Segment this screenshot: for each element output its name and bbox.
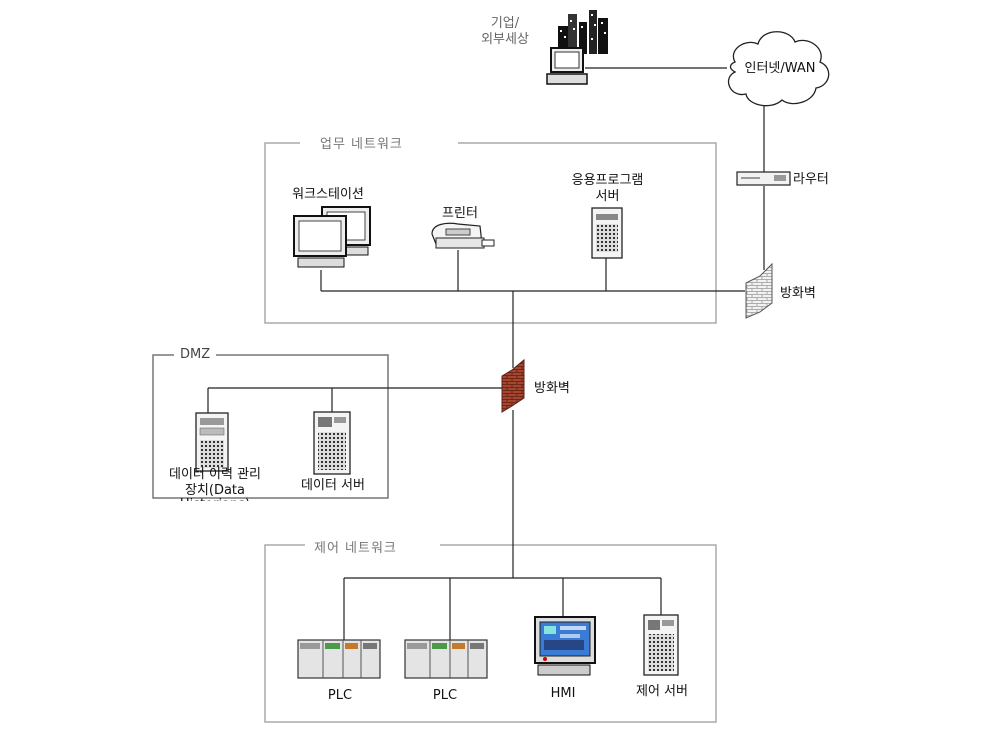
historian-server-icon (195, 412, 229, 472)
app-server-label-line1: 응용프로그램 (571, 173, 644, 188)
business-zone-border (264, 142, 717, 324)
enterprise-city-icon (558, 10, 608, 54)
historian-label-line3: Historians) (155, 497, 275, 501)
outer-firewall-label: 방화벽 (780, 286, 816, 301)
zone-boxes (152, 142, 717, 723)
hmi-label: HMI (550, 686, 576, 701)
business-zone-title: 업무 네트워크 (314, 133, 409, 152)
data-server-icon (313, 411, 351, 475)
historian-label-line2: 장치(Data (184, 483, 246, 498)
dmz-zone-border (152, 354, 389, 499)
outer-firewall-icon (745, 262, 773, 319)
app-server-icon (591, 207, 623, 259)
enterprise-label-line1: 기업/ (490, 16, 520, 31)
hmi-icon (534, 616, 596, 676)
printer-icon (431, 222, 495, 249)
dmz-zone-title: DMZ (174, 347, 217, 362)
router-label: 라우터 (793, 172, 829, 187)
control-server-icon (643, 614, 679, 676)
plc-2-label: PLC (432, 688, 458, 703)
internet-cloud-icon (727, 31, 830, 107)
historian-label-line1: 데이터 이력 관리 (169, 467, 261, 482)
workstation-icon (293, 206, 371, 268)
inner-firewall-icon (501, 358, 525, 413)
connection-lines (207, 67, 765, 640)
printer-label: 프린터 (442, 206, 478, 221)
plc-1-icon (297, 639, 381, 679)
inner-firewall-label: 방화벽 (534, 381, 570, 396)
data-server-label: 데이터 서버 (301, 478, 365, 493)
plc-2-icon (404, 639, 488, 679)
enterprise-computer-icon (546, 47, 588, 85)
plc-1-label: PLC (327, 688, 353, 703)
router-icon (736, 171, 791, 186)
control-server-label: 제어 서버 (636, 684, 688, 699)
workstation-label: 워크스테이션 (292, 187, 364, 202)
control-zone-border (264, 544, 717, 723)
internet-label: 인터넷/WAN (744, 61, 816, 76)
enterprise-label-line2: 외부세상 (481, 32, 529, 47)
control-zone-title: 제어 네트워크 (308, 537, 403, 556)
app-server-label-line2: 서버 (595, 189, 620, 204)
